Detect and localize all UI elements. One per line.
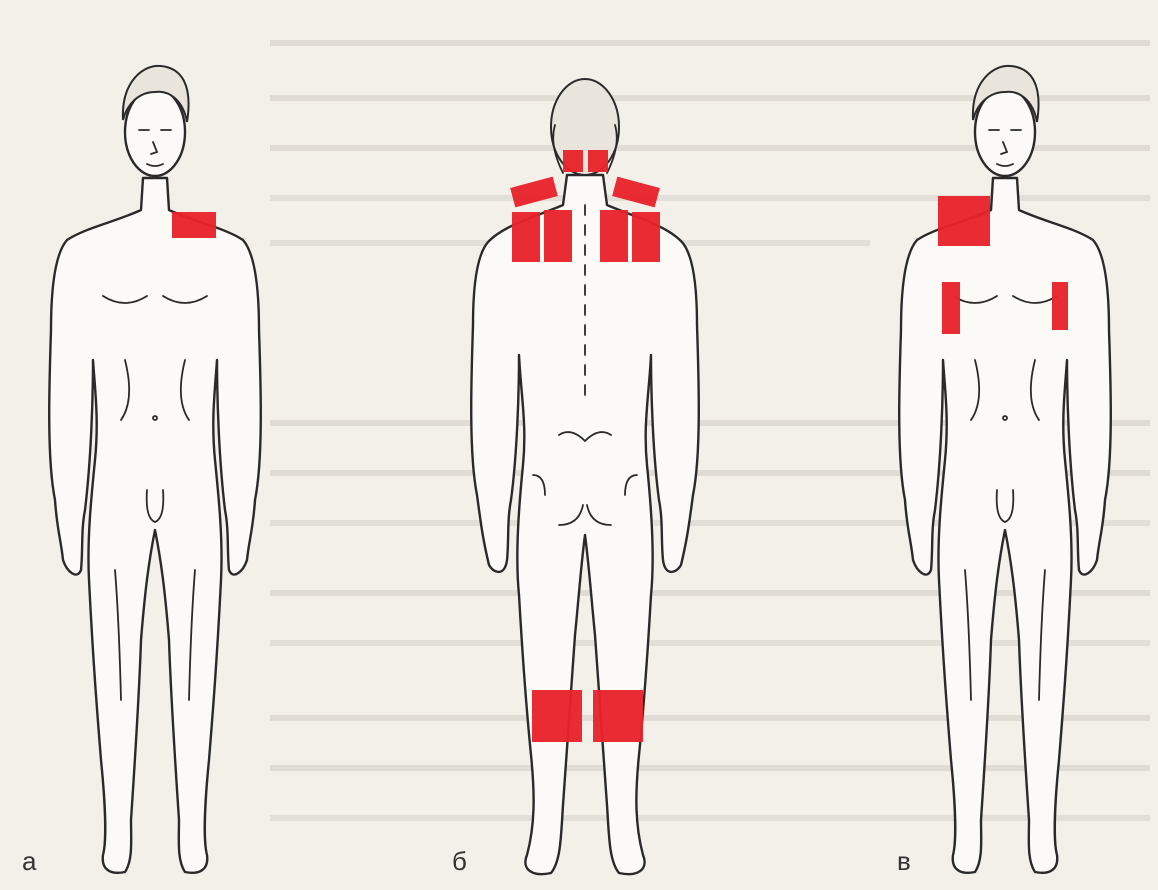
patch-b-back-3 — [600, 210, 628, 262]
patch-b-shoulder-left — [510, 177, 558, 208]
patch-b-shoulder-right — [612, 177, 660, 208]
figure-a-front — [49, 66, 261, 873]
patch-c-side-left — [942, 282, 960, 334]
patch-c-chest — [938, 196, 990, 246]
patch-b-back-2 — [544, 210, 572, 262]
patch-b-knee-left — [532, 690, 582, 742]
figure-c-front — [899, 66, 1111, 873]
figure-label-b: б — [452, 846, 467, 877]
figure-label-c: в — [897, 846, 911, 877]
patch-b-back-1 — [512, 212, 540, 262]
patch-a-chest — [172, 212, 216, 238]
figure-label-a: а — [22, 846, 36, 877]
patch-b-neck-right — [588, 150, 608, 172]
patch-b-back-4 — [632, 212, 660, 262]
patch-b-neck-left — [563, 150, 583, 172]
patch-c-side-right — [1052, 282, 1068, 330]
patch-b-knee-right — [593, 690, 643, 742]
